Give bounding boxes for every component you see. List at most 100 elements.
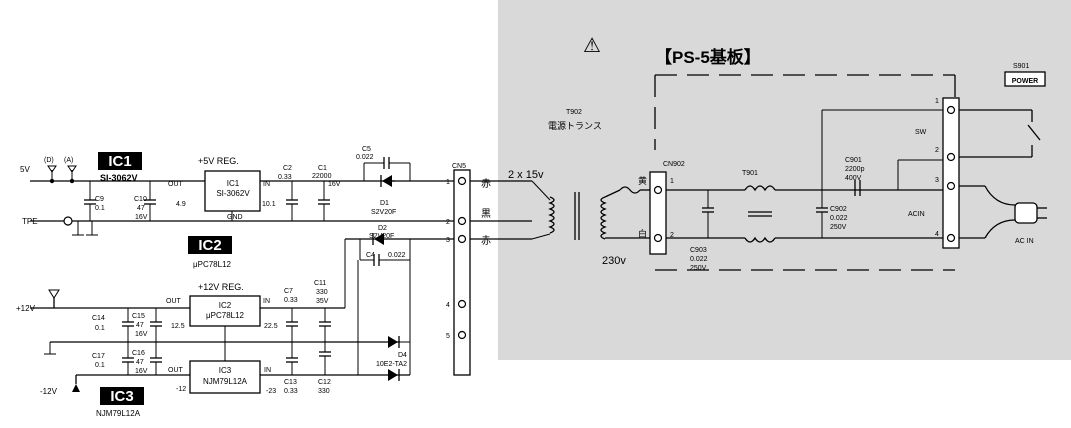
t902-ref: T902 [566, 109, 582, 116]
c16-val: 47 [136, 359, 144, 366]
warning-icon: ⚠ [583, 35, 601, 57]
c1-volt: 16V [328, 181, 341, 188]
s901-ref: S901 [1013, 63, 1029, 70]
sw-label: SW [915, 129, 927, 136]
ic1-box-line2: SI-3062V [216, 189, 250, 198]
c15-ref: C15 [132, 313, 145, 320]
c10-val: 47 [137, 205, 145, 212]
ic1-in-label: IN [263, 181, 270, 188]
t902-primary-coil [600, 196, 607, 240]
c11-val: 330 [316, 289, 328, 296]
ac-in-label: AC IN [1015, 238, 1034, 245]
c12-val: 330 [318, 388, 330, 395]
ic2-badge-text: IC2 [198, 237, 221, 254]
c903-ref: C903 [690, 247, 707, 254]
ic2-vout: 12.5 [171, 323, 185, 330]
cn5-pin2: 2 [446, 219, 450, 226]
testpoint-12v [48, 289, 60, 299]
d4-diode-b [388, 369, 398, 381]
wire-color-yellow: 黄 [638, 175, 647, 186]
ic2-box-line2: μPC78L12 [206, 311, 245, 320]
wire-color-black: 黒 [481, 208, 491, 220]
ic3-badge-text: IC3 [110, 388, 133, 405]
t902-secondary-coil [548, 196, 555, 234]
ic3-box-line1: IC3 [219, 366, 232, 375]
ic3-box-line2: NJM79L12A [203, 377, 248, 386]
cn5-pin3: 3 [446, 237, 450, 244]
ic1-gnd-label: GND [227, 214, 243, 221]
label-m12v: -12V [40, 387, 58, 396]
testpoint-a [67, 165, 77, 173]
ic1-badge-text: IC1 [108, 153, 131, 170]
label-d: (D) [44, 157, 54, 164]
cn902-connector [649, 171, 667, 255]
term-pin2: 2 [935, 147, 939, 154]
c901-val: 2200p [845, 166, 865, 173]
power-switch-lever [1027, 124, 1041, 141]
ic3-vout: -12 [176, 386, 186, 393]
term-pin1: 1 [935, 98, 939, 105]
t901-ref: T901 [742, 170, 758, 177]
c15-val: 47 [136, 322, 144, 329]
ic3-box [189, 360, 261, 394]
ic2-in-label: IN [263, 298, 270, 305]
c14-ref: C14 [92, 315, 105, 322]
power-label-box [1004, 71, 1046, 87]
cn5-pin1: 1 [446, 179, 450, 186]
label-p12v: +12V [16, 304, 36, 313]
d1-part: S2V20F [371, 209, 396, 216]
c903-volt: 250V [690, 265, 707, 272]
ic2-badge [188, 236, 232, 254]
c12-ref: C12 [318, 379, 331, 386]
d4-part: 10E2-TA2 [376, 361, 407, 368]
cn5-connector [453, 169, 471, 376]
wire-color-red-2: 赤 [481, 235, 491, 247]
d2-diode [374, 233, 384, 245]
cn902-label: CN902 [663, 161, 685, 168]
cn902-pin2: 2 [670, 232, 674, 239]
cn5-label: CN5 [452, 163, 466, 170]
label-5v: 5V [20, 165, 30, 174]
acin-label: ACIN [908, 211, 925, 218]
c17-val: 0.1 [95, 362, 105, 369]
c4-val: 0.022 [388, 252, 406, 259]
c16-volt: 16V [135, 368, 148, 375]
ic1-box [204, 170, 261, 212]
ic2-box-line1: IC2 [219, 301, 232, 310]
cn5-pin4: 4 [446, 302, 450, 309]
wire-color-red-1: 赤 [481, 178, 491, 190]
c5-ref: C5 [362, 146, 371, 153]
ic1-box-line1: IC1 [227, 179, 240, 188]
c17-ref: C17 [92, 353, 105, 360]
label-tpe: TPE [22, 217, 38, 226]
ic3-in-label: IN [264, 367, 271, 374]
c901-volt: 400V [845, 175, 862, 182]
c4-ref: C4 [366, 252, 375, 259]
d4-diode-a [388, 336, 398, 348]
c5-val: 0.022 [356, 154, 374, 161]
c14-val: 0.1 [95, 325, 105, 332]
t902-secondary-label: 2 x 15v [508, 169, 544, 181]
c1-val: 22000 [312, 173, 332, 180]
ic2-out-label: OUT [166, 298, 182, 305]
c16-ref: C16 [132, 350, 145, 357]
d1-ref: D1 [380, 200, 389, 207]
t902-name: 電源トランス [548, 121, 602, 131]
ic3-out-label: OUT [168, 367, 184, 374]
c11-ref: C11 [314, 280, 326, 287]
cn902-pin1: 1 [670, 178, 674, 185]
c10-ref: C10 [134, 196, 147, 203]
testpoint-m12v [72, 384, 80, 392]
acin-terminal-block [942, 97, 960, 249]
d2-part: S2V20F [369, 233, 394, 240]
ps5-board-shaded-area [498, 0, 1071, 360]
c7-val: 0.33 [284, 297, 298, 304]
ic2-part-label: μPC78L12 [193, 260, 232, 269]
ic1-vout: 4.9 [176, 201, 186, 208]
t901-coil-bottom [744, 236, 776, 243]
c902-volt: 250V [830, 224, 847, 231]
c2-val: 0.33 [278, 174, 292, 181]
c902-val: 0.022 [830, 215, 848, 222]
